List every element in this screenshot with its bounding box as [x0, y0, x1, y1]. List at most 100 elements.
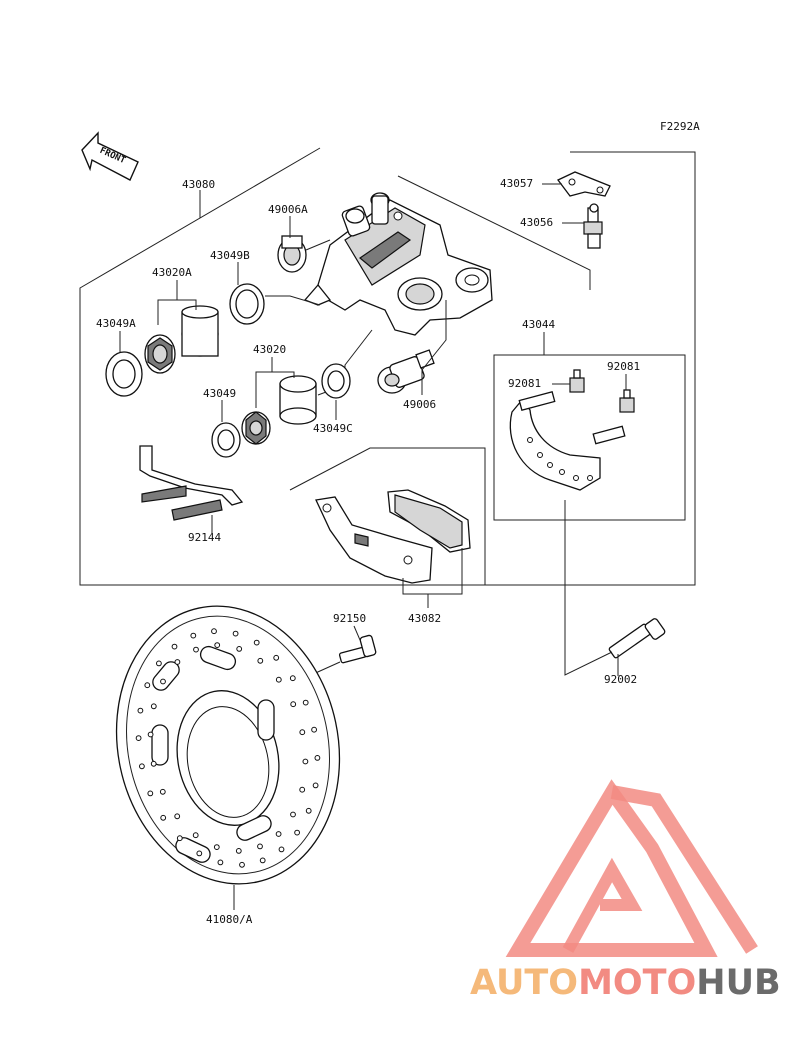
bleeder-valve-43056	[583, 203, 603, 249]
vent-hole	[311, 726, 318, 733]
bracket-box-43044	[493, 332, 686, 521]
pad-box-line	[289, 447, 486, 585]
brake-pads-43082	[315, 489, 471, 584]
vent-hole	[156, 660, 162, 667]
vent-hole	[171, 643, 178, 650]
bracket-bolt-92002	[608, 618, 666, 659]
vent-hole	[275, 831, 282, 837]
seal-43049	[211, 422, 241, 458]
label-49006: 49006	[403, 398, 436, 411]
vent-hole	[147, 790, 154, 797]
vent-hole	[150, 760, 157, 767]
vent-hole	[211, 628, 217, 635]
front-arrow-icon: FRONT	[81, 131, 139, 181]
vent-hole	[257, 843, 263, 850]
pin-49006A	[277, 235, 331, 273]
watermark-hub: HUB	[696, 963, 780, 1003]
label-92144: 92144	[188, 531, 221, 544]
label-43020A: 43020A	[152, 266, 192, 279]
vent-hole	[239, 861, 245, 868]
vent-hole	[144, 682, 151, 689]
label-43056: 43056	[520, 216, 553, 229]
caliper-bracket	[509, 390, 626, 491]
vent-hole	[159, 788, 166, 795]
caliper-body	[303, 192, 493, 336]
vent-hole	[214, 642, 221, 648]
vent-hole	[192, 832, 199, 839]
disc-bolt-92150	[338, 634, 377, 664]
label-92081-right: 92081	[607, 360, 640, 373]
vent-hole	[294, 829, 301, 836]
label-41080A: 41080/A	[206, 913, 253, 926]
vent-hole	[150, 703, 157, 710]
vent-hole	[253, 639, 260, 646]
bleeder-cap-43057	[557, 171, 611, 197]
vent-hole	[235, 848, 242, 854]
label-92081-left: 92081	[508, 377, 541, 390]
vent-hole	[196, 850, 203, 857]
vent-hole	[160, 814, 167, 821]
vent-hole	[259, 857, 266, 864]
label-43049: 43049	[203, 387, 236, 400]
svg-text:AUTOMOTOHUB: AUTOMOTOHUB	[470, 963, 781, 1003]
label-43057: 43057	[500, 177, 533, 190]
label-43020: 43020	[253, 343, 286, 356]
vent-hole	[147, 731, 154, 738]
vent-hole	[176, 835, 183, 842]
vent-hole	[312, 782, 319, 789]
vent-hole	[217, 859, 224, 866]
vent-hole	[174, 659, 181, 665]
vent-hole	[273, 654, 280, 661]
watermark-logo	[505, 779, 758, 957]
vent-hole	[314, 755, 321, 761]
caliper-assembly-frame	[79, 147, 696, 586]
vent-hole	[290, 701, 297, 708]
vent-hole	[232, 630, 239, 637]
vent-hole	[289, 675, 296, 682]
bleeder-box-line	[397, 175, 591, 290]
label-43080: 43080	[182, 178, 215, 191]
vent-hole	[302, 758, 309, 765]
boot-92081-left	[569, 369, 585, 393]
vent-hole	[257, 657, 264, 664]
label-49006A: 49006A	[268, 203, 308, 216]
vent-hole	[193, 646, 199, 653]
pin-49006	[377, 349, 435, 394]
vent-hole	[299, 729, 306, 736]
piston-43020A	[144, 305, 219, 374]
label-43049A: 43049A	[96, 317, 136, 330]
vent-hole	[278, 846, 285, 853]
vent-hole	[139, 763, 145, 770]
vent-hole	[137, 707, 144, 714]
vent-hole	[305, 807, 312, 814]
seal-43049C	[321, 363, 351, 399]
piston-43020	[241, 375, 317, 445]
vent-hole	[190, 632, 197, 639]
boot-92081-right	[619, 389, 635, 413]
vent-hole	[275, 676, 282, 683]
label-92150: 92150	[333, 612, 366, 625]
label-43049B: 43049B	[210, 249, 250, 262]
vent-hole	[290, 811, 296, 818]
label-43049C: 43049C	[313, 422, 353, 435]
bracket-bolt-leader	[564, 500, 613, 676]
vent-hole	[236, 646, 243, 652]
vent-hole	[160, 678, 166, 685]
watermark-moto: MOTO	[578, 963, 696, 1003]
label-43082: 43082	[408, 612, 441, 625]
vent-hole	[302, 699, 309, 706]
vent-hole	[135, 735, 142, 741]
figure-code: F2292A	[660, 120, 700, 133]
brake-disc-41080A	[115, 605, 341, 885]
disc-vent-holes	[135, 628, 321, 868]
vent-hole	[299, 786, 306, 793]
seal-43049B	[229, 283, 265, 325]
vent-hole	[213, 844, 220, 850]
vent-hole	[174, 813, 181, 820]
watermark-auto: AUTO	[470, 963, 578, 1003]
seal-43049A	[105, 351, 143, 397]
label-92002: 92002	[604, 673, 637, 686]
label-43044: 43044	[522, 318, 555, 331]
pad-spring-92144	[139, 445, 244, 521]
